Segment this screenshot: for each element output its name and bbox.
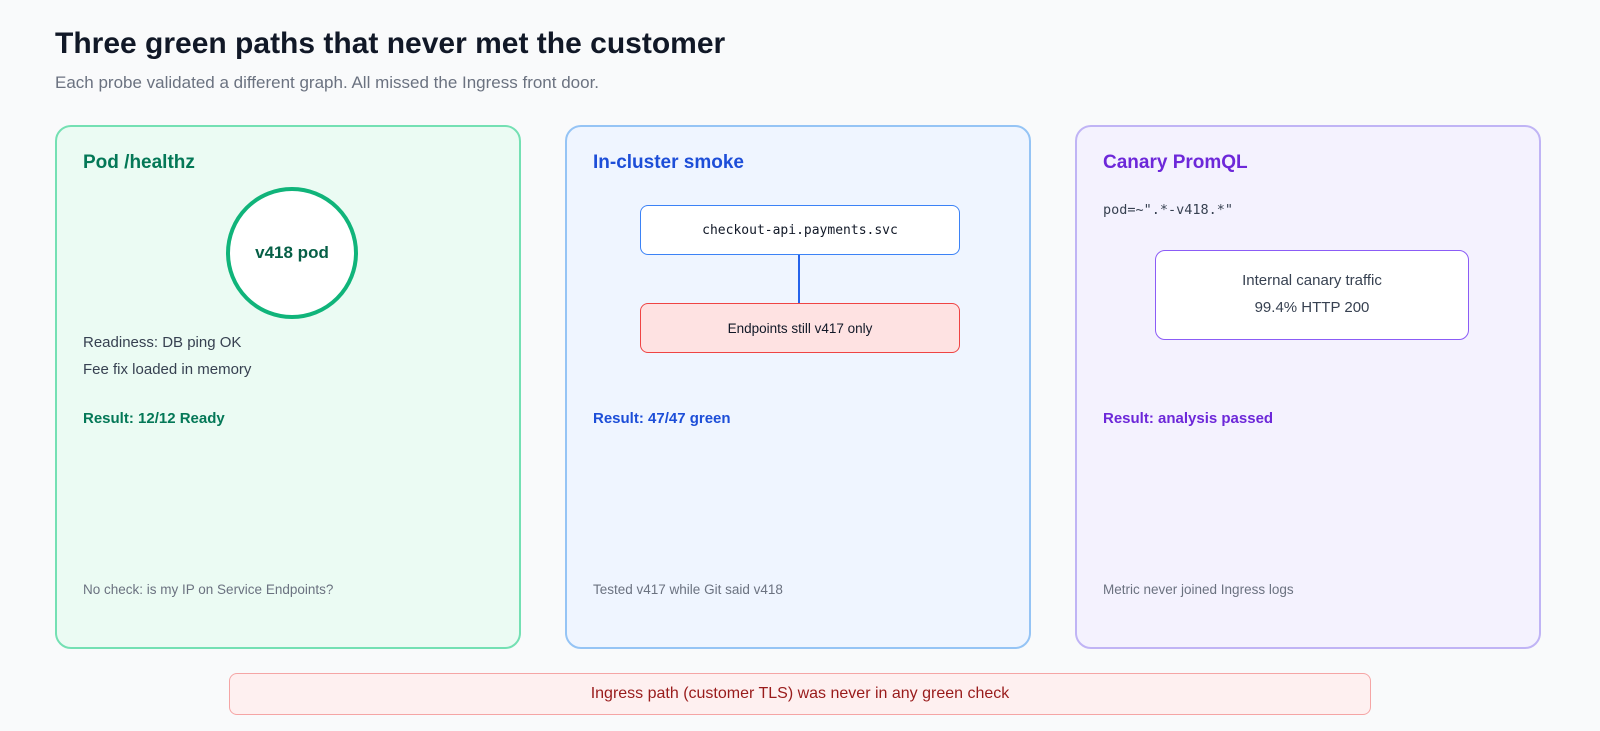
pod-healthz-result: Result: 12/12 Ready — [83, 410, 225, 427]
canary-traffic-label: Internal canary traffic — [1242, 272, 1382, 289]
v418-pod-node: v418 pod — [226, 187, 358, 319]
in-cluster-smoke-card-title: In-cluster smoke — [593, 152, 744, 173]
canary-promql-card: Canary PromQL pod=~".*-v418.*" Internal … — [1075, 125, 1541, 649]
in-cluster-smoke-result: Result: 47/47 green — [593, 410, 731, 427]
service-node: checkout-api.payments.svc — [640, 205, 960, 255]
canary-promql-card-title: Canary PromQL — [1103, 152, 1248, 173]
pod-healthz-card: Pod /healthz v418 pod Readiness: DB ping… — [55, 125, 521, 649]
canary-success-rate: 99.4% HTTP 200 — [1254, 299, 1370, 316]
canary-traffic-node: Internal canary traffic 99.4% HTTP 200 — [1155, 250, 1469, 340]
service-endpoints-connector — [798, 255, 800, 303]
page-subtitle: Each probe validated a different graph. … — [55, 73, 600, 92]
pod-healthz-card-title: Pod /healthz — [83, 152, 195, 173]
fee-fix-detail: Fee fix loaded in memory — [83, 361, 252, 378]
pod-healthz-footnote: No check: is my IP on Service Endpoints? — [83, 582, 334, 597]
canary-promql-result: Result: analysis passed — [1103, 410, 1274, 427]
endpoints-node: Endpoints still v417 only — [640, 303, 960, 353]
ingress-warning-banner: Ingress path (customer TLS) was never in… — [229, 673, 1371, 715]
canary-promql-footnote: Metric never joined Ingress logs — [1103, 582, 1294, 597]
promql-query: pod=~".*-v418.*" — [1103, 202, 1234, 218]
page-title: Three green paths that never met the cus… — [55, 27, 726, 60]
readiness-detail: Readiness: DB ping OK — [83, 334, 242, 351]
in-cluster-smoke-footnote: Tested v417 while Git said v418 — [593, 582, 783, 597]
in-cluster-smoke-card: In-cluster smoke checkout-api.payments.s… — [565, 125, 1031, 649]
